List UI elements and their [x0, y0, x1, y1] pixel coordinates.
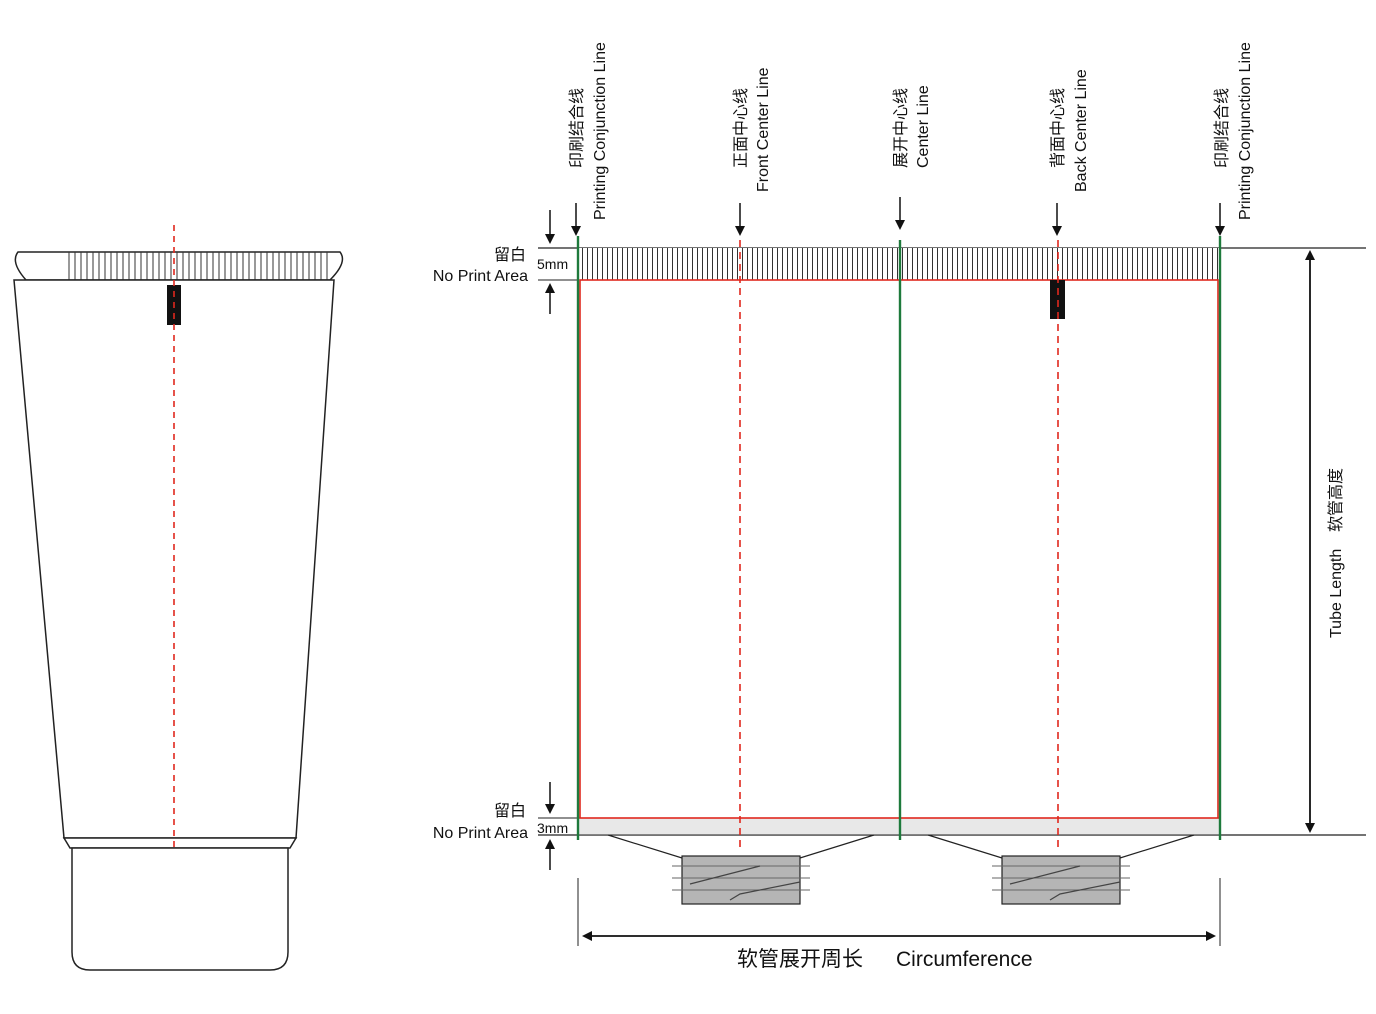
label-conjunction-right-cn: 印刷结合线 — [1213, 88, 1231, 168]
label-front-center-en: Front Center Line — [755, 67, 772, 192]
shoulder-thread-front — [607, 834, 875, 905]
label-front-center-cn: 正面中心线 — [732, 88, 750, 168]
no-print-top-value: 5mm — [537, 256, 568, 272]
tube-seal-ribs — [68, 252, 330, 280]
label-conjunction-left-cn: 印刷结合线 — [568, 88, 586, 168]
shoulder-thread-back — [927, 834, 1195, 905]
circumference-cn: 软管展开周长 — [737, 948, 863, 971]
no-print-top-en: No Print Area — [433, 268, 528, 285]
label-conjunction-left-en: Printing Conjunction Line — [592, 42, 609, 220]
eye-mark-back — [1050, 280, 1065, 319]
tube-length-en: Tube Length — [1328, 549, 1345, 638]
circumference-en: Circumference — [896, 948, 1033, 971]
tube-shoulder — [62, 837, 298, 849]
unfolded-artwork — [538, 197, 1366, 946]
tube-side-view — [13, 225, 344, 971]
tube-length-cn: 软管高度 — [1327, 468, 1345, 532]
label-unfold-center-en: Center Line — [915, 85, 932, 168]
label-back-center-cn: 背面中心线 — [1049, 88, 1067, 168]
no-print-bottom-en: No Print Area — [433, 825, 528, 842]
no-print-bottom-value: 3mm — [537, 820, 568, 836]
top-line-arrows — [571, 197, 1225, 236]
no-print-bottom-cn: 留白 — [494, 802, 526, 820]
top-labels: 印刷结合线 Printing Conjunction Line 正面中心线 Fr… — [568, 42, 1254, 220]
no-print-top-cn: 留白 — [494, 246, 526, 264]
label-conjunction-right-en: Printing Conjunction Line — [1237, 42, 1254, 220]
tube-cap — [71, 847, 289, 971]
label-back-center-en: Back Center Line — [1073, 69, 1090, 192]
label-unfold-center-cn: 展开中心线 — [892, 88, 910, 168]
